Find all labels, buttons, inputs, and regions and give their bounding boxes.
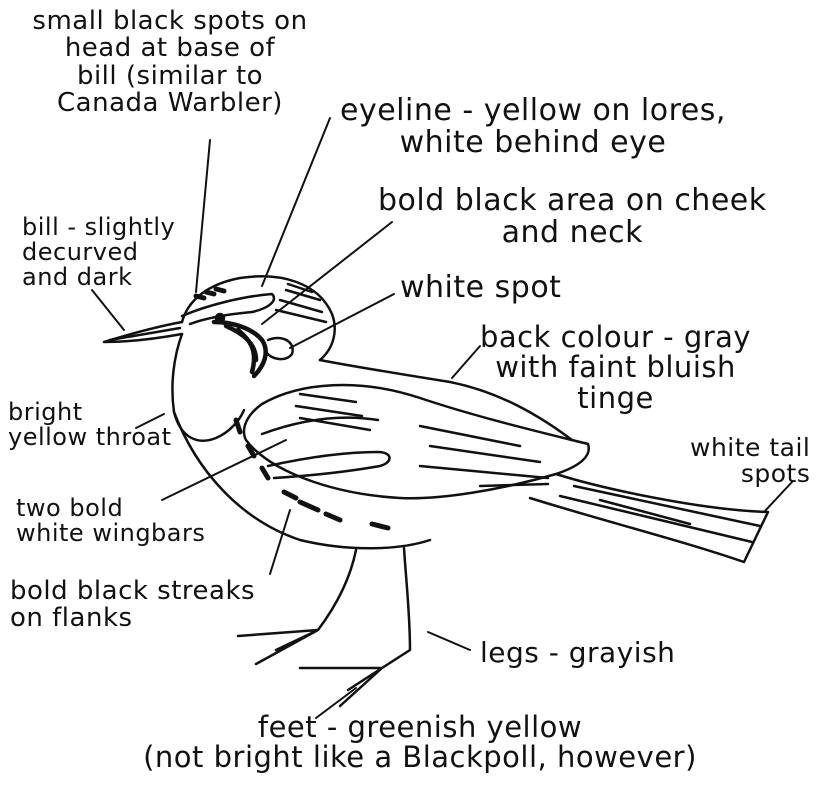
throat-outline <box>172 334 244 441</box>
belly-outline <box>174 412 430 548</box>
leader-bill <box>92 290 124 330</box>
label-head-spots: small black spots on head at base of bil… <box>20 8 320 117</box>
leg-right <box>300 548 410 706</box>
leader-streaks <box>270 510 290 574</box>
wingbar-lower <box>268 452 390 478</box>
leg-left <box>238 550 356 664</box>
wingbar-upper <box>262 418 378 434</box>
label-bill: bill - slightly decurved and dark <box>22 215 175 291</box>
label-cheek: bold black area on cheek and neck <box>378 185 767 248</box>
label-throat: bright yellow throat <box>8 400 172 450</box>
label-flank-streaks: bold black streaks on flanks <box>10 578 255 633</box>
cheek-patch <box>214 322 266 376</box>
label-feet: feet - greenish yellow (not bright like … <box>110 712 730 773</box>
label-legs: legs - grayish <box>480 638 675 667</box>
leader-legs <box>428 632 470 650</box>
tail-feathers <box>560 486 760 542</box>
label-eyeline: eyeline - yellow on lores, white behind … <box>340 95 726 158</box>
label-tail-spots: white tail spots <box>690 435 810 488</box>
leader-back <box>452 346 480 378</box>
label-wingbars: two bold white wingbars <box>16 496 205 546</box>
white-spot-outline <box>266 338 293 359</box>
crown-streaks <box>276 284 326 322</box>
label-white-spot: white spot <box>400 272 561 304</box>
leader-head-spots-2 <box>262 118 330 286</box>
leader-white-spot <box>290 294 394 348</box>
leader-head-spots <box>196 140 210 292</box>
label-back-colour: back colour - gray with faint bluish tin… <box>480 322 751 413</box>
